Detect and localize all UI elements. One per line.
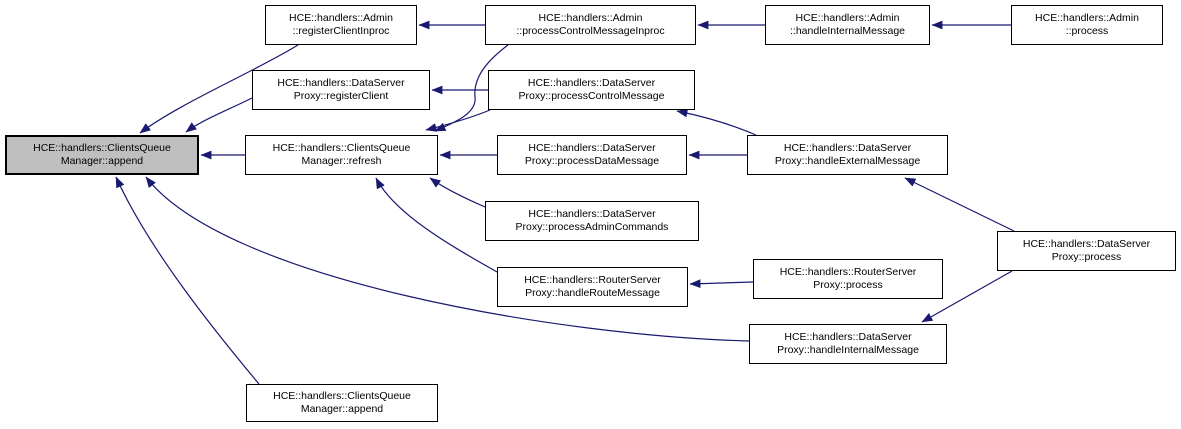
node-label-line1: HCE::handlers::ClientsQueue (273, 390, 411, 402)
node-label-line1: HCE::handlers::Admin (1035, 12, 1139, 24)
node-label-line2: Proxy::process (813, 279, 883, 291)
edge-dataserverproxy-processAdminCommands-to-clientsqueuemanager-refresh (429, 177, 486, 208)
edge-routerserverproxy-process-to-routerserverproxy-handleRouteMessage (689, 279, 754, 289)
edge-dataserverproxy-handleExternalMessage-to-dataserverproxy-processControlMessage (676, 108, 757, 136)
node-clientsqueuemanager-refresh[interactable]: HCE::handlers::ClientsQueue Manager::ref… (245, 135, 438, 175)
node-label-line1: HCE::handlers::DataServer (783, 142, 912, 154)
node-label-line2: Proxy::processAdminCommands (515, 221, 669, 233)
node-label-line2: Manager::refresh (301, 155, 382, 167)
node-label-line2: ::registerClientInproc (292, 25, 390, 37)
node-label-line1: HCE::handlers::DataServer (528, 208, 656, 220)
node-label-line2: ::process (1065, 25, 1109, 37)
node-dataserverproxy-processAdminCommands[interactable]: HCE::handlers::DataServer Proxy::process… (485, 201, 699, 241)
node-label-line2: Proxy::handleRouteMessage (525, 287, 660, 299)
node-label-line2: ::processControlMessageInproc (516, 25, 665, 37)
edge-clientsqueuemanager-append-2-to-clientsqueuemanager-append (115, 176, 260, 385)
node-label-line1: HCE::handlers::Admin (795, 12, 900, 24)
node-dataserverproxy-handleExternalMessage[interactable]: HCE::handlers::DataServer Proxy::handleE… (747, 135, 948, 175)
edge-admin-registerClientInproc-to-clientsqueuemanager-append (139, 44, 299, 134)
node-dataserverproxy-process[interactable]: HCE::handlers::DataServer Proxy::process (997, 231, 1176, 271)
node-label-line2: Proxy::processControlMessage (518, 90, 665, 102)
node-label-line2: ::handleInternalMessage (790, 25, 905, 37)
edge-routerserverproxy-handleRouteMessage-to-clientsqueuemanager-refresh (375, 177, 498, 273)
node-label-line1: HCE::handlers::DataServer (527, 77, 656, 89)
node-label-line1: HCE::handlers::RouterServer (524, 274, 661, 286)
edge-dataserverproxy-registerClient-to-clientsqueuemanager-append (185, 97, 253, 133)
node-dataserverproxy-processDataMessage[interactable]: HCE::handlers::DataServer Proxy::process… (497, 135, 687, 175)
node-routerserverproxy-process[interactable]: HCE::handlers::RouterServer Proxy::proce… (753, 259, 943, 299)
node-label-line1: HCE::handlers::ClientsQueue (272, 142, 411, 154)
node-label-line1: HCE::handlers::DataServer (528, 142, 656, 154)
node-label-line1: HCE::handlers::Admin (289, 12, 393, 24)
node-dataserverproxy-handleInternalMessage[interactable]: HCE::handlers::DataServer Proxy::handleI… (749, 324, 947, 364)
node-admin-handleInternalMessage[interactable]: HCE::handlers::Admin ::handleInternalMes… (765, 5, 930, 45)
node-dataserverproxy-registerClient[interactable]: HCE::handlers::DataServer Proxy::registe… (252, 70, 430, 110)
edge-dataserverproxy-process-to-dataserverproxy-handleExternalMessage (904, 177, 1015, 232)
node-label-line2: Proxy::registerClient (293, 90, 389, 102)
node-label-line1: HCE::handlers::DataServer (784, 331, 912, 343)
node-label-line2: Manager::append (300, 403, 384, 415)
node-dataserverproxy-processControlMessage[interactable]: HCE::handlers::DataServer Proxy::process… (488, 70, 695, 110)
edge-dataserverproxy-handleInternalMessage-to-clientsqueuemanager-append (145, 176, 750, 342)
node-label-line2: Manager::append (60, 155, 144, 167)
node-label-line2: Proxy::process (1051, 251, 1122, 263)
node-label-line1: HCE::handlers::Admin (538, 12, 643, 24)
node-admin-processControlMessageInproc[interactable]: HCE::handlers::Admin ::processControlMes… (485, 5, 696, 45)
node-label-line1: HCE::handlers::ClientsQueue (33, 142, 171, 154)
node-label-line2: Proxy::handleExternalMessage (774, 155, 921, 167)
node-routerserverproxy-handleRouteMessage[interactable]: HCE::handlers::RouterServer Proxy::handl… (497, 267, 688, 307)
node-label-line1: HCE::handlers::DataServer (1022, 238, 1151, 250)
edge-dataserverproxy-processControlMessage-to-clientsqueuemanager-refresh (425, 109, 491, 132)
edge-dataserverproxy-process-to-dataserverproxy-handleInternalMessage (921, 270, 1013, 323)
node-admin-registerClientInproc[interactable]: HCE::handlers::Admin ::registerClientInp… (265, 5, 417, 45)
node-clientsqueuemanager-append-overload[interactable]: HCE::handlers::ClientsQueue Manager::app… (246, 384, 438, 422)
node-label-line2: Proxy::handleInternalMessage (777, 344, 919, 356)
node-label-line1: HCE::handlers::DataServer (277, 77, 405, 89)
node-clientsqueuemanager-append-current: HCE::handlers::ClientsQueue Manager::app… (5, 135, 199, 175)
node-label-line1: HCE::handlers::RouterServer (779, 266, 917, 278)
node-admin-process[interactable]: HCE::handlers::Admin ::process (1011, 5, 1163, 45)
node-label-line2: Proxy::processDataMessage (524, 155, 660, 167)
